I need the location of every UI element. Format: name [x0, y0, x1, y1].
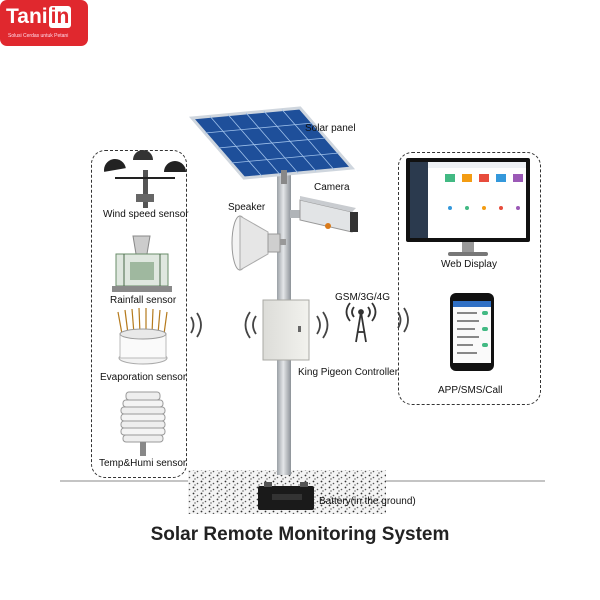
- camera: [290, 196, 358, 233]
- controller-label: King Pigeon Controller: [298, 367, 399, 378]
- camera-label: Camera: [314, 182, 350, 193]
- evaporation-sensor-illustration: [117, 307, 168, 365]
- phone: [450, 293, 494, 371]
- web-display-monitor: [406, 158, 530, 256]
- controller-box: [262, 299, 310, 361]
- gsm-label: GSM/3G/4G: [335, 292, 391, 303]
- controller-wave-icons: [190, 307, 409, 339]
- sensors-group: [91, 150, 187, 478]
- solar-panel: [188, 106, 356, 184]
- sensor-label-temp-humi: Temp&Humi sensor: [99, 458, 187, 469]
- solar-panel-label: Solar panel: [305, 123, 356, 134]
- sensor-label-evaporation: Evaporation sensor: [100, 372, 187, 383]
- sensor-label-rainfall: Rainfall sensor: [110, 295, 177, 306]
- battery-label: Battery(in the ground): [319, 496, 416, 507]
- battery: [258, 482, 314, 510]
- app-label: APP/SMS/Call: [438, 385, 503, 396]
- speaker: [231, 215, 286, 271]
- gsm-antenna-icon: [345, 302, 377, 343]
- wind-speed-sensor-illustration: [104, 150, 186, 208]
- diagram-title: Solar Remote Monitoring System: [150, 524, 450, 545]
- speaker-label: Speaker: [228, 202, 266, 213]
- rainfall-sensor-illustration: [112, 235, 172, 292]
- web-display-label: Web Display: [441, 259, 497, 270]
- displays-group: [398, 152, 541, 405]
- temp-humi-sensor-illustration: [120, 391, 166, 456]
- logo-tagline: Solusi Cerdas untuk Petani: [8, 33, 69, 39]
- sensor-label-wind: Wind speed sensor: [103, 209, 189, 220]
